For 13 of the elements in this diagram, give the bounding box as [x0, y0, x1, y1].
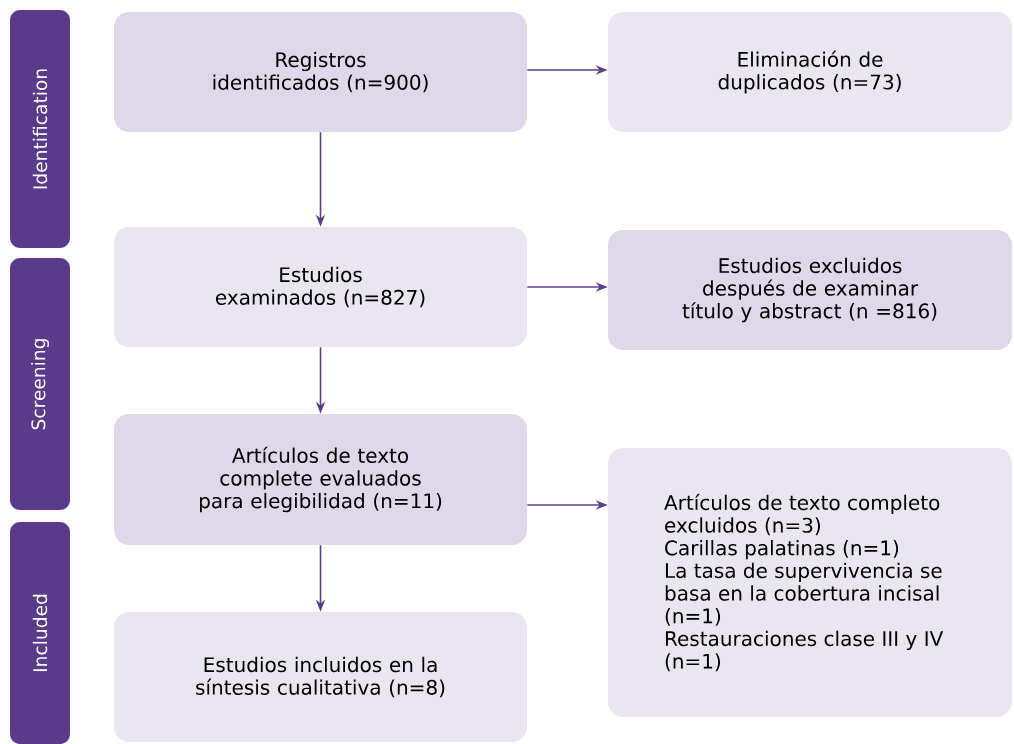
process-box: Artículos de texto completo excluidos (n=3) Carillas palatinas (n=1) La tasa de supervivencia se basa en la cobertura incisal (n=1) Restauraciones clase III y IV (n=1) [608, 448, 1012, 717]
stage-band [10, 522, 70, 744]
process-box: Estudios incluidos en la síntesis cualitativa (n=8) [114, 612, 527, 742]
process-box: Eliminación de duplicados (n=73) [608, 12, 1012, 132]
stage-label: Identification [32, 69, 48, 189]
process-box: Estudios excluidos después de examinar título y abstract (n =816) [608, 230, 1012, 350]
stage-label: Included [32, 594, 48, 672]
stage-band [10, 258, 70, 510]
stage-band [10, 10, 70, 248]
stage-label: Screening [31, 339, 50, 430]
process-box: Artículos de texto complete evaluados para elegibilidad (n=11) [114, 414, 527, 545]
process-box: Estudios examinados (n=827) [114, 227, 527, 347]
process-box: Registros identificados (n=900) [114, 12, 527, 132]
